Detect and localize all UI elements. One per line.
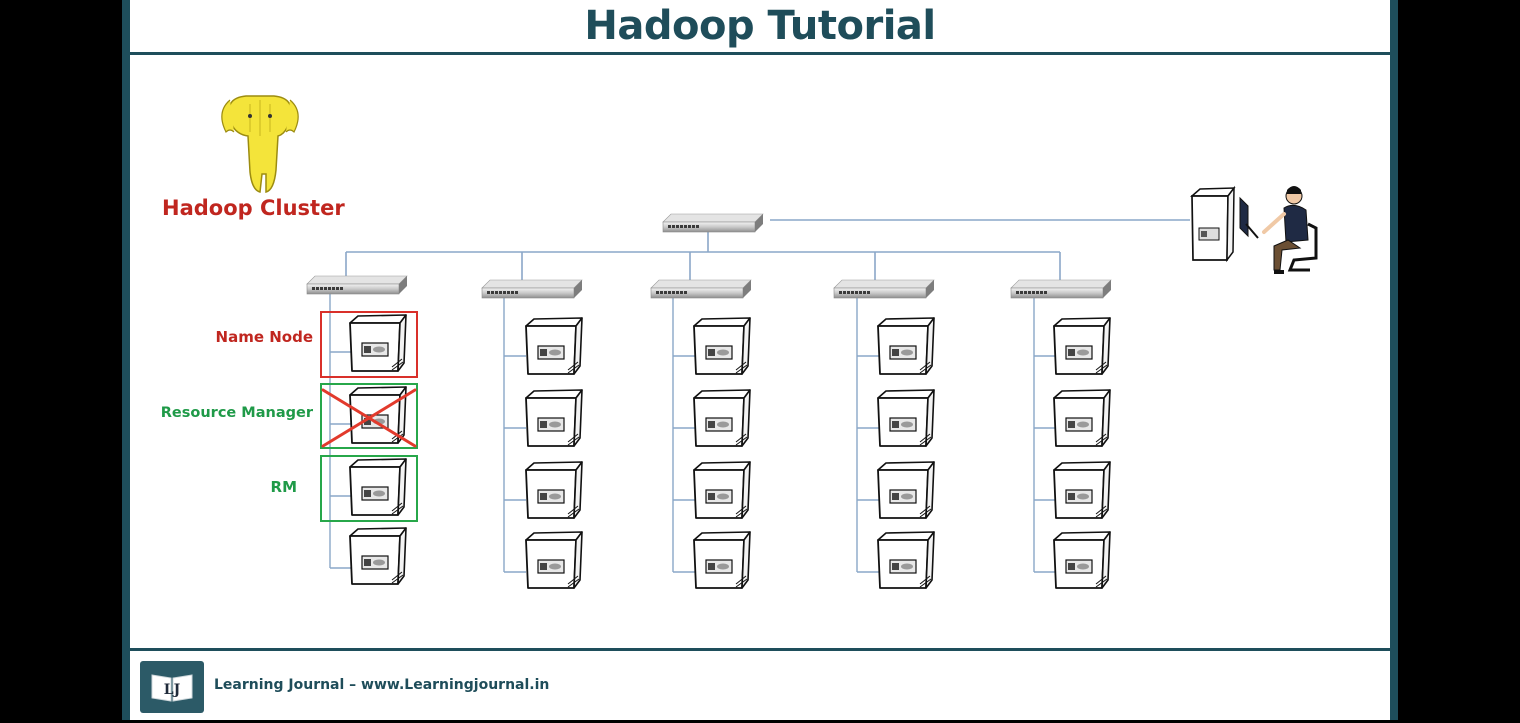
server-icon — [1053, 317, 1111, 375]
server-icon — [1053, 531, 1111, 589]
slide-canvas: Hadoop Tutorial — [130, 0, 1390, 720]
server-icon — [693, 317, 751, 375]
slide-frame: Hadoop Tutorial — [122, 0, 1398, 720]
user-icon — [1239, 186, 1318, 274]
hadoop-elephant-logo — [221, 95, 299, 193]
server-icon — [877, 461, 935, 519]
server-icon — [525, 461, 583, 519]
server-icon — [349, 527, 407, 585]
svg-text:LJ: LJ — [164, 682, 181, 698]
resource-manager-label: Resource Manager — [160, 405, 313, 421]
core-switch-icon — [662, 213, 764, 233]
rm-label: RM — [270, 478, 297, 496]
server-icon — [693, 531, 751, 589]
footer: LJ Learning Journal – www.Learningjourna… — [130, 648, 1390, 723]
server-icon — [525, 389, 583, 447]
server-icon — [877, 317, 935, 375]
server-icon — [1053, 389, 1111, 447]
server-icon — [693, 389, 751, 447]
title-bar: Hadoop Tutorial — [130, 0, 1390, 55]
switch-icon — [1010, 279, 1112, 299]
server-icon — [693, 461, 751, 519]
server-icon — [525, 317, 583, 375]
switch-icon — [833, 279, 935, 299]
server-icon — [877, 389, 935, 447]
switch-icon — [650, 279, 752, 299]
book-icon: LJ — [151, 674, 193, 702]
cluster-label: Hadoop Cluster — [162, 196, 345, 220]
cluster-diagram — [221, 95, 1318, 589]
client-computer-icon — [1190, 185, 1236, 263]
switch-icon — [306, 275, 408, 295]
rm-box — [320, 455, 418, 522]
name-node-box — [320, 311, 418, 378]
server-icon — [877, 531, 935, 589]
server-icon — [349, 314, 407, 372]
failed-cross-icon — [321, 388, 417, 448]
slide-title: Hadoop Tutorial — [584, 3, 936, 49]
resource-manager-box — [320, 383, 418, 449]
server-icon — [1053, 461, 1111, 519]
rack-links — [329, 294, 1056, 573]
name-node-label: Name Node — [215, 328, 313, 346]
server-icon — [349, 458, 407, 516]
network-links — [345, 219, 1190, 282]
server-icon — [525, 531, 583, 589]
switch-icon — [481, 279, 583, 299]
footer-credit: Learning Journal – www.Learningjournal.i… — [214, 677, 550, 693]
learning-journal-logo: LJ — [140, 661, 204, 713]
